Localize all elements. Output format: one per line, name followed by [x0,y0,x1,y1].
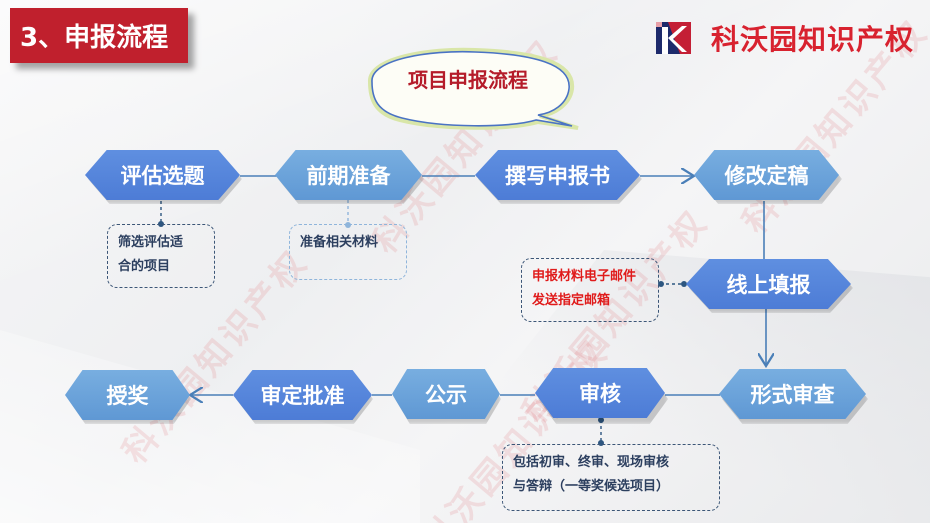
bubble-title: 项目申报流程 [408,68,528,92]
note-line: 申报材料电子邮件 [532,269,637,284]
step-preparation: 前期准备 [275,150,422,200]
step-audit: 审核 [535,368,665,418]
note-line: 筛选评估适 [118,235,184,250]
note-line: 与答辩（一等奖候选项目） [513,479,670,494]
step-finalize: 修改定稿 [694,150,839,200]
note-online-submit: 申报材料电子邮件 发送指定邮箱 [521,258,659,322]
note-line: 包括初审、终审、现场审核 [513,455,670,470]
note-line: 合的项目 [118,259,171,274]
brand: 科沃园知识产权 [656,18,914,58]
note-line: 发送指定邮箱 [532,293,611,308]
brand-logo-icon [656,22,691,54]
brand-name: 科沃园知识产权 [711,23,915,56]
speech-bubble-icon [368,47,579,130]
note-audit: 包括初审、终审、现场审核 与答辩（一等奖候选项目） [502,444,720,511]
note-evaluate-topic: 筛选评估适 合的项目 [107,224,215,288]
step-award: 授奖 [65,370,190,420]
step-publicity: 公示 [392,369,500,419]
section-title: 3、申报流程 [10,8,188,63]
step-write-application: 撰写申报书 [475,150,640,200]
step-approval: 审定批准 [233,370,372,420]
note-preparation: 准备相关材料 [289,224,407,280]
step-formal-review: 形式审查 [719,369,866,419]
step-online-submit: 线上填报 [686,259,851,309]
note-line: 准备相关材料 [300,235,379,250]
step-evaluate-topic: 评估选题 [85,150,240,200]
